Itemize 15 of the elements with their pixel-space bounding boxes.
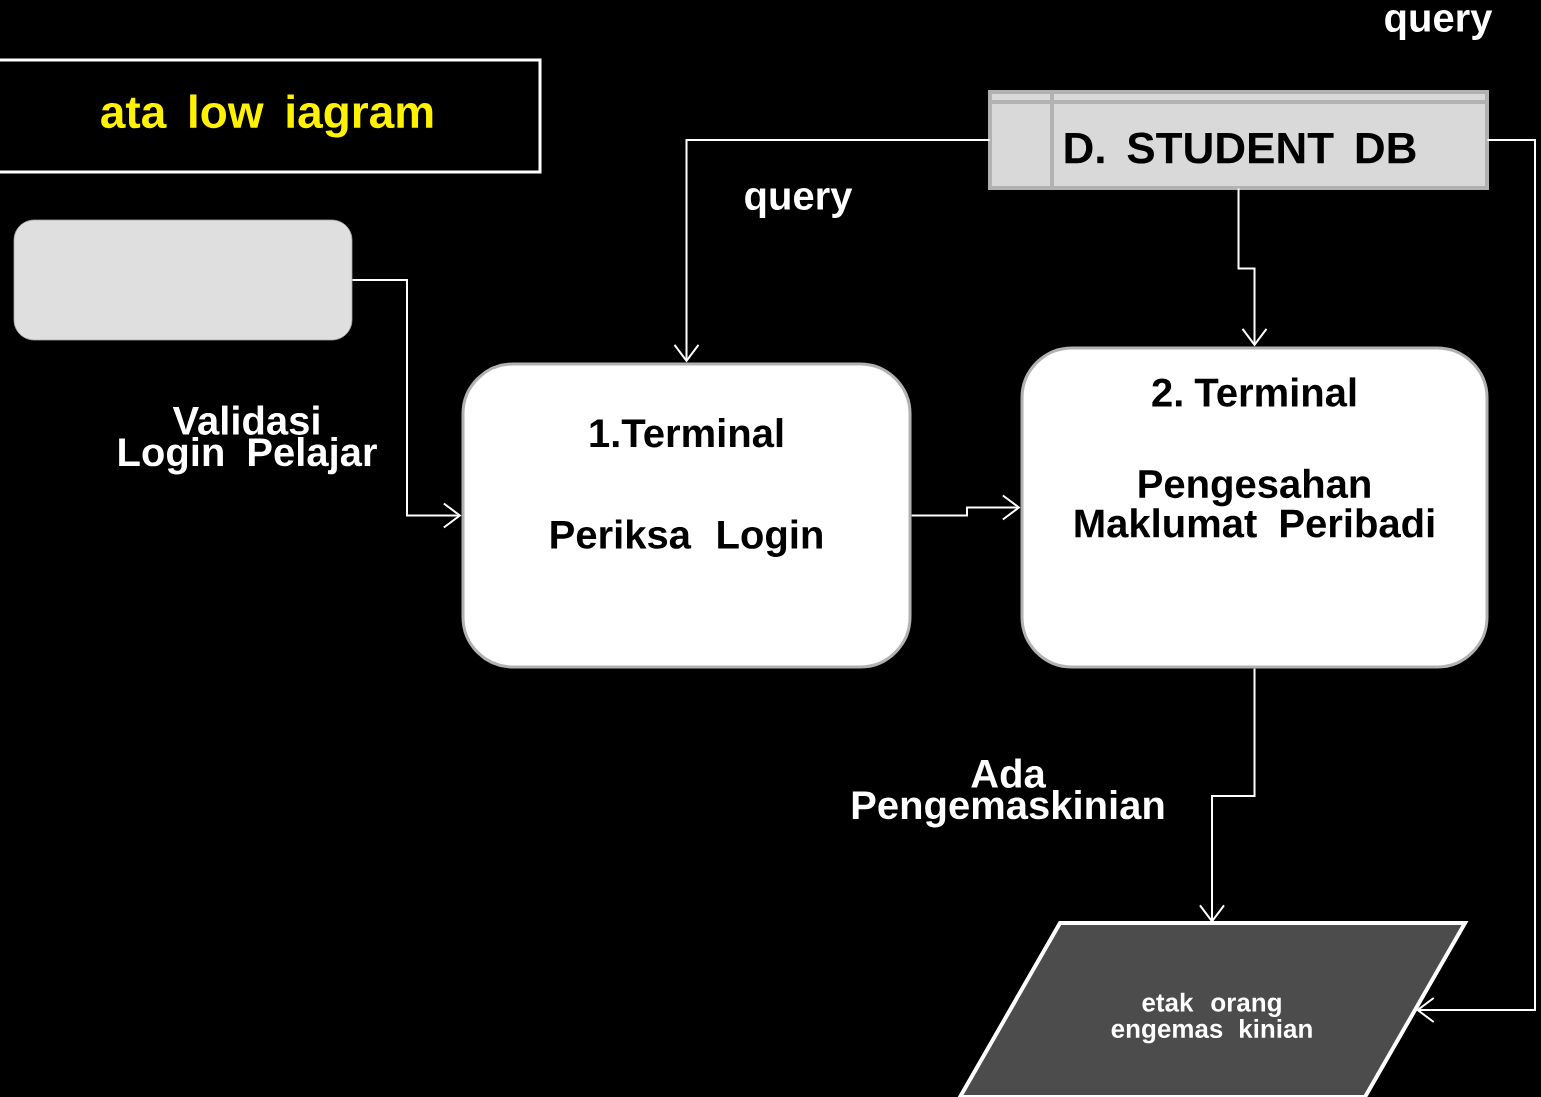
flow-label: query	[1385, 10, 1493, 40]
arrow	[351, 279, 462, 529]
title-box: ata low iagram	[0, 58, 542, 174]
arrow	[673, 139, 991, 363]
process-box: 2. Terminal Pengesahan Maklumat Peribadi	[1020, 346, 1489, 669]
edge-label: Validasi Login Pelajar	[119, 405, 377, 475]
edge-label: Ada Pengemaskinian	[852, 758, 1164, 828]
edge-label: query	[745, 188, 853, 218]
arrow	[1237, 187, 1268, 347]
data-store: D. STUDENT DB	[988, 90, 1489, 190]
entity-box	[13, 219, 353, 341]
arrow	[910, 494, 1021, 521]
arrow	[1199, 667, 1256, 923]
arrow	[1416, 139, 1536, 1023]
process-box: 1.Terminal Periksa Login	[461, 362, 912, 669]
